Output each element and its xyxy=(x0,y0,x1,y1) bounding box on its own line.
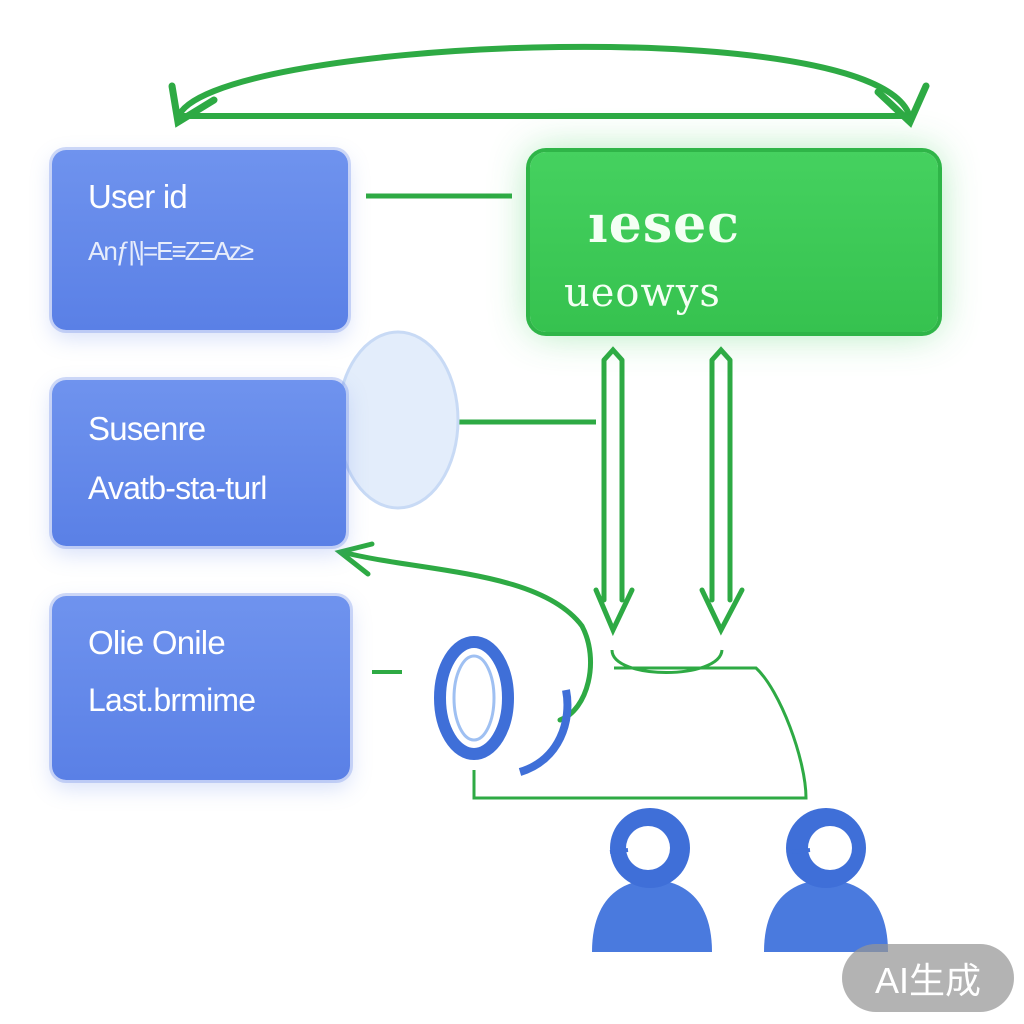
green-box: ıesec ueowys xyxy=(530,152,938,332)
profile-label: Susenre xyxy=(88,410,206,447)
green-box-title: ıesec xyxy=(588,194,740,255)
double-headed-arrow-icon xyxy=(168,43,930,128)
user-id-box: User id Anƒ|\|=E≡ZΞAz≥ xyxy=(52,150,348,330)
status-label: Olie Onile xyxy=(88,624,226,661)
person-icon xyxy=(592,808,712,952)
ring-icon xyxy=(434,636,572,776)
bubble-shape xyxy=(336,330,460,510)
return-arrow-icon xyxy=(334,541,593,723)
down-arrow-pair-icon xyxy=(593,346,745,637)
person-icon xyxy=(764,808,888,952)
user-id-label: User id xyxy=(88,178,188,215)
profile-box: Susenre Avatb-sta-turl xyxy=(52,380,346,546)
status-box: Olie Onile Last.brmime xyxy=(52,596,350,780)
user-id-value: Anƒ|\|=E≡ZΞAz≥ xyxy=(88,236,254,266)
ai-generated-badge: AI生成 xyxy=(842,944,1014,1012)
collector-shape xyxy=(472,649,808,800)
profile-value: Avatb-sta-turl xyxy=(88,470,267,506)
status-value: Last.brmime xyxy=(88,682,256,718)
green-box-subtitle: ueowys xyxy=(564,270,721,316)
